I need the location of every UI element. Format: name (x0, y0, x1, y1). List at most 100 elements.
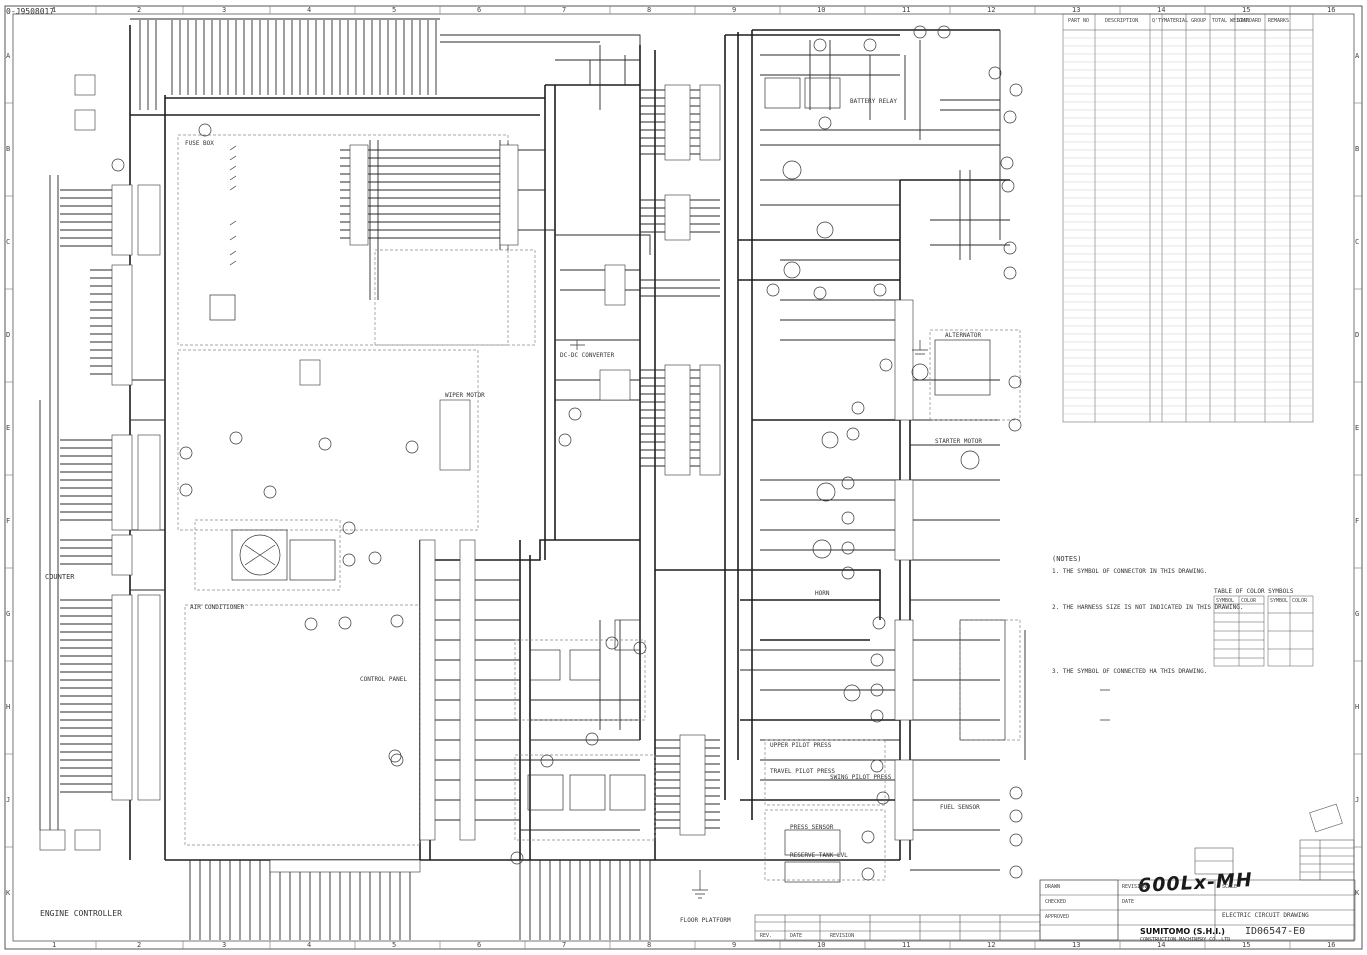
grid-row-E-left: E (6, 424, 11, 432)
approval-stamp (1309, 803, 1343, 833)
grid-row-C-right: C (1355, 238, 1360, 246)
fuel-sensor-label: FUEL SENSOR (940, 804, 980, 811)
grid-column-3-top: 3 (222, 6, 227, 14)
company-name: SUMITOMO (S.H.I.) (1140, 927, 1225, 936)
note-3: 3. THE SYMBOL OF CONNECTED HA THIS DRAWI… (1052, 668, 1208, 675)
revision-col-date: DATE (790, 933, 803, 939)
wiring-medium (39, 18, 1026, 940)
grid-row-H-right: H (1355, 703, 1360, 711)
color-table-title: TABLE OF COLOR SYMBOLS (1214, 588, 1294, 595)
color-header-color-2: COLOR (1292, 598, 1308, 604)
parts-header-part-no: PART NO (1068, 18, 1090, 24)
horn-label: HORN (815, 590, 830, 597)
grid-row-D-right: D (1355, 331, 1360, 339)
grid-column-12-bottom: 12 (987, 941, 996, 949)
air-conditioner-label: AIR CONDITIONER (190, 604, 245, 611)
ground-symbols (692, 340, 1110, 899)
title-block-approved: APPROVED (1045, 914, 1070, 920)
counter-label: COUNTER (45, 573, 75, 581)
title-block-frame (754, 839, 1356, 941)
grid-column-6-bottom: 6 (477, 941, 482, 949)
revision-col-label: REVISION (830, 933, 855, 939)
parts-header-weight: TOTAL WEIGHT (1212, 18, 1249, 24)
grid-row-A-right: A (1355, 52, 1360, 60)
note-2: 2. THE HARNESS SIZE IS NOT INDICATED IN … (1052, 604, 1244, 611)
component-symbols (111, 25, 1023, 883)
color-header-symbol-1: SYMBOL (1216, 598, 1235, 604)
title-block-date: DATE (1122, 899, 1135, 905)
grid-row-G-left: G (6, 610, 11, 618)
grid-row-J-right: J (1355, 796, 1360, 804)
corner-doc-number: 0-J9508017 (6, 7, 55, 16)
grid-column-8-top: 8 (647, 6, 652, 14)
fuse-box-label: FUSE BOX (185, 140, 214, 147)
grid-row-J-left: J (6, 796, 11, 804)
connector-blocks (39, 74, 914, 873)
control-panel-label: CONTROL PANEL (360, 676, 407, 683)
grid-column-5-bottom: 5 (392, 941, 397, 949)
revision-col-rev: REV. (760, 933, 773, 939)
grid-row-C-left: C (6, 238, 11, 246)
grid-column-16-top: 16 (1327, 6, 1336, 14)
grid-column-1-top: 1 (52, 6, 57, 14)
wiper-motor-label: WIPER MOTOR (445, 392, 485, 399)
upper-pilot-label: UPPER PILOT PRESS (770, 742, 832, 749)
grid-column-9-bottom: 9 (732, 941, 737, 949)
grid-column-2-top: 2 (137, 6, 142, 14)
grid-row-B-right: B (1355, 145, 1360, 153)
grid-row-A-left: A (6, 52, 11, 60)
grid-column-15-top: 15 (1242, 6, 1251, 14)
grid-row-E-right: E (1355, 424, 1360, 432)
grid-column-7-top: 7 (562, 6, 567, 14)
grid-column-7-bottom: 7 (562, 941, 567, 949)
floor-platform-label: FLOOR PLATFORM (680, 917, 731, 924)
parts-header-description: DESCRIPTION (1105, 18, 1139, 24)
parts-header-remarks: REMARKS (1268, 18, 1290, 24)
grid-column-11-top: 11 (902, 6, 911, 14)
grid-row-G-right: G (1355, 610, 1360, 618)
grid-column-4-top: 4 (307, 6, 312, 14)
grid-column-14-top: 14 (1157, 6, 1166, 14)
parts-table (1062, 13, 1314, 423)
grid-column-8-bottom: 8 (647, 941, 652, 949)
grid-row-K-right: K (1355, 889, 1360, 897)
grid-row-H-left: H (6, 703, 11, 711)
grid-column-2-bottom: 2 (137, 941, 142, 949)
grid-column-10-bottom: 10 (817, 941, 826, 949)
grid-column-15-bottom: 15 (1242, 941, 1251, 949)
grid-column-13-top: 13 (1072, 6, 1081, 14)
color-header-color-1: COLOR (1241, 598, 1257, 604)
swing-pilot-label: SWING PILOT PRESS (830, 774, 892, 781)
sheet-frame (4, 5, 1363, 950)
grid-column-1-bottom: 1 (52, 941, 57, 949)
row-ticks (5, 102, 1362, 848)
grid-column-4-bottom: 4 (307, 941, 312, 949)
notes-title: (NOTES) (1052, 555, 1082, 563)
parts-header-qty: Q'TY (1152, 18, 1165, 24)
note-1: 1. THE SYMBOL OF CONNECTOR IN THIS DRAWI… (1052, 568, 1208, 575)
color-symbol-table (1213, 595, 1314, 667)
title-block-scale: SCALE (1222, 884, 1238, 890)
travel-pilot-label: TRAVEL PILOT PRESS (770, 768, 836, 775)
press-sensor-label: PRESS SENSOR (790, 824, 834, 831)
grid-row-D-left: D (6, 331, 11, 339)
color-header-symbol-2: SYMBOL (1270, 598, 1289, 604)
starter-motor-label: STARTER MOTOR (935, 438, 982, 445)
grid-column-14-bottom: 14 (1157, 941, 1166, 949)
grid-row-B-left: B (6, 145, 11, 153)
title-block-drawn: DRAWN (1045, 884, 1061, 890)
column-ticks (95, 6, 1291, 949)
grid-column-11-bottom: 11 (902, 941, 911, 949)
title-block-checked: CHECKED (1045, 899, 1067, 905)
drawing-title: ELECTRIC CIRCUIT DRAWING (1222, 912, 1309, 919)
dc-dc-converter-label: DC-DC CONVERTER (560, 352, 615, 359)
grid-row-F-right: F (1355, 517, 1360, 525)
grid-column-13-bottom: 13 (1072, 941, 1081, 949)
grid-row-K-left: K (6, 889, 11, 897)
parts-header-material: MATERIAL GROUP (1164, 18, 1207, 24)
reserve-tank-label: RESERVE TANK LVL (790, 852, 848, 859)
alternator-label: ALTERNATOR (945, 332, 982, 339)
engine-controller-label: ENGINE CONTROLLER (40, 909, 122, 918)
grid-column-12-top: 12 (987, 6, 996, 14)
